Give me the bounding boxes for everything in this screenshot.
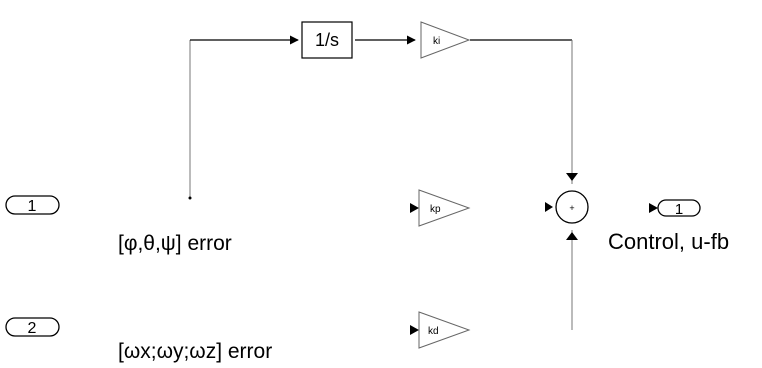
signal-lines xyxy=(188,35,573,330)
sum-bottom-input-arrow xyxy=(566,232,578,240)
inport-1-label: [φ,θ,ψ] error xyxy=(118,232,232,255)
sum-block[interactable]: + xyxy=(545,173,589,240)
inport-2-label: [ωx;ωy;ωz] error xyxy=(118,340,272,363)
integrator-block[interactable]: 1/s xyxy=(301,21,353,59)
outport-input-arrow xyxy=(649,203,658,213)
inport-1[interactable]: 1 xyxy=(5,195,60,215)
inport-2[interactable]: 2 xyxy=(5,317,60,337)
sum-left-input-arrow xyxy=(545,202,553,212)
gain-kp-block[interactable]: kp xyxy=(410,189,471,227)
integrator-label: 1/s xyxy=(315,30,339,50)
sum-circle xyxy=(555,190,589,224)
outport-1[interactable]: 1 Control, u-fb xyxy=(608,199,729,254)
inport-2-shape xyxy=(5,317,60,337)
gain-kd-label: kd xyxy=(428,326,439,337)
outport-label: Control, u-fb xyxy=(608,229,729,254)
kd-input-arrow xyxy=(410,325,419,335)
inport-1-number: 1 xyxy=(28,198,37,215)
gain-ki-label: ki xyxy=(433,36,440,47)
kp-input-arrow xyxy=(410,203,419,213)
gain-kp-label: kp xyxy=(430,204,441,215)
sum-sign: + xyxy=(569,203,574,213)
branch-point xyxy=(188,196,192,200)
inport-2-number: 2 xyxy=(28,320,37,337)
inport-1-shape xyxy=(5,195,60,215)
outport-shape xyxy=(657,199,701,217)
gain-ki-block[interactable]: ki xyxy=(420,21,471,59)
outport-number: 1 xyxy=(675,201,683,218)
sum-top-input-arrow xyxy=(566,173,578,181)
gain-kd-block[interactable]: kd xyxy=(410,311,471,349)
